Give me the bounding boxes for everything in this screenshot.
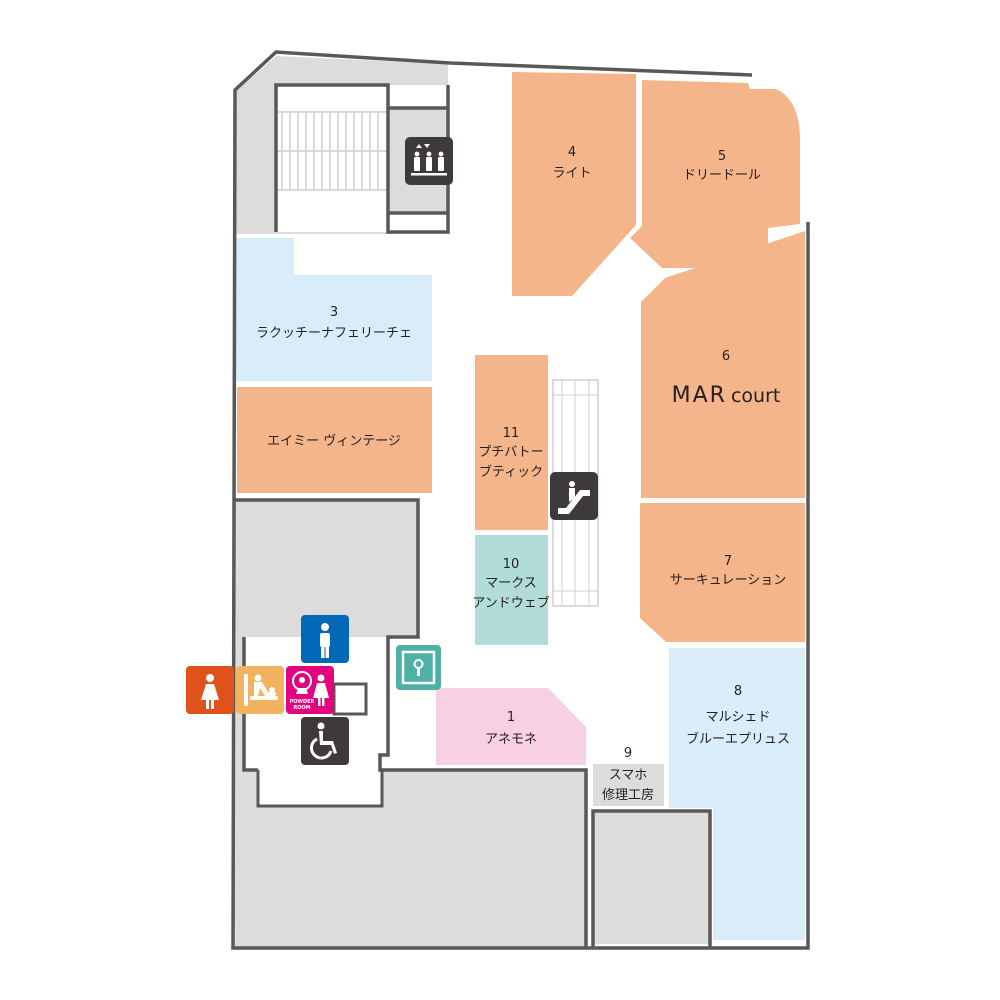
shop-8-marchedebleu[interactable]: 8 マルシェド ブルーエプリュス: [669, 648, 805, 940]
shop-1-number: 1: [507, 710, 515, 725]
shop-3-name: ラクッチーナフェリーチェ: [256, 326, 412, 341]
shop-8-name-line2: ブルーエプリュス: [686, 731, 790, 747]
shop-6-logo-part1: MAR: [672, 383, 727, 408]
powder-room-label-1: POWDER: [290, 699, 315, 705]
ostomate-icon: [396, 645, 441, 690]
restroom-lower-wall: [256, 770, 384, 808]
shop-amivintage[interactable]: エイミー ヴィンテージ: [237, 387, 432, 493]
shop-8-area[interactable]: [669, 648, 805, 940]
stairs-steps: [276, 111, 388, 191]
powder-room-icon: POWDER ROOM: [286, 666, 334, 714]
outer-wall-left: [231, 50, 810, 950]
left-block-wall: [233, 498, 588, 948]
shop-7-circulation[interactable]: 7 サーキュレーション: [640, 503, 805, 642]
shop-11-name-line1: プチバトー: [478, 445, 543, 460]
shop-8-number: 8: [734, 684, 742, 699]
shop-9-number: 9: [624, 746, 632, 761]
shop-5-dollydoll[interactable]: 5 ドリードール: [630, 80, 800, 268]
shop-4-number: 4: [568, 145, 576, 160]
shop-1-anemone[interactable]: 1 アネモネ: [436, 688, 586, 765]
shop-4-area[interactable]: [512, 72, 636, 296]
wheelchair-icon: [301, 717, 349, 765]
shop-amivintage-name: エイミー ヴィンテージ: [267, 433, 401, 449]
escalator-icon: [550, 472, 598, 520]
stairwell-wall: [274, 83, 450, 234]
shop-8-name-line1: マルシェド: [705, 710, 770, 725]
shop-10-number: 10: [503, 557, 520, 572]
shop-6-number: 6: [722, 349, 730, 364]
shop-11-number: 11: [503, 426, 520, 441]
shop-6-area[interactable]: [641, 231, 805, 498]
stairs: [276, 85, 388, 232]
shops: 4 ライト 5 ドリードール 3 ラクッチーナフェリーチェ エイミー ヴィンテー…: [235, 72, 805, 940]
shop-9-name-line2: 修理工房: [602, 787, 654, 803]
shop-10-name-line2: アンドウェブ: [472, 595, 549, 611]
shop-11-area[interactable]: [475, 355, 548, 530]
stairs-box: [276, 85, 388, 232]
shop-4-name: ライト: [552, 166, 591, 181]
elevator-icon: [405, 137, 453, 185]
shop-5-name: ドリードール: [683, 168, 761, 183]
powder-room-label-2: ROOM: [293, 705, 310, 711]
shop-9-area[interactable]: [593, 764, 664, 806]
shop-amivintage-area[interactable]: [237, 387, 432, 493]
shop-11-name-line2: ブティック: [479, 464, 543, 480]
shop-7-area[interactable]: [640, 503, 805, 642]
shop-9-smartphone-repair[interactable]: 9 スマホ 修理工房: [593, 746, 664, 806]
restroom-inner-wall: [332, 682, 368, 716]
shop-1-name: アネモネ: [485, 732, 537, 747]
bottom-right-wall: [591, 809, 712, 947]
shop-10-name-line1: マークス: [485, 576, 537, 591]
shop-3-number: 3: [330, 305, 338, 320]
shop-7-name: サーキュレーション: [670, 573, 786, 588]
shop-10-marksandweb[interactable]: 10 マークス アンドウェブ: [472, 535, 550, 645]
elevator-wall: [388, 106, 448, 215]
shop-6-logo-part2: court: [731, 385, 780, 407]
shop-3-lacucina[interactable]: 3 ラクッチーナフェリーチェ: [235, 238, 432, 381]
gray-area-bottom-left: [233, 637, 586, 947]
womens-toilet-icon: [186, 666, 234, 714]
baby-changing-icon: [236, 666, 284, 714]
shop-10-area[interactable]: [475, 535, 548, 645]
shop-9-name-line1: スマホ: [609, 768, 648, 783]
shop-7-number: 7: [724, 554, 732, 569]
mens-toilet-icon: [301, 615, 349, 663]
shop-4-light[interactable]: 4 ライト: [512, 72, 636, 296]
shop-3-area[interactable]: [235, 238, 432, 381]
shop-1-area[interactable]: [436, 688, 586, 765]
shop-5-area[interactable]: [630, 80, 800, 268]
shop-5-number: 5: [718, 149, 726, 164]
gray-area-bottom-right: [593, 811, 710, 944]
shop-11-petitbateau[interactable]: 11 プチバトー ブティック: [475, 355, 548, 530]
